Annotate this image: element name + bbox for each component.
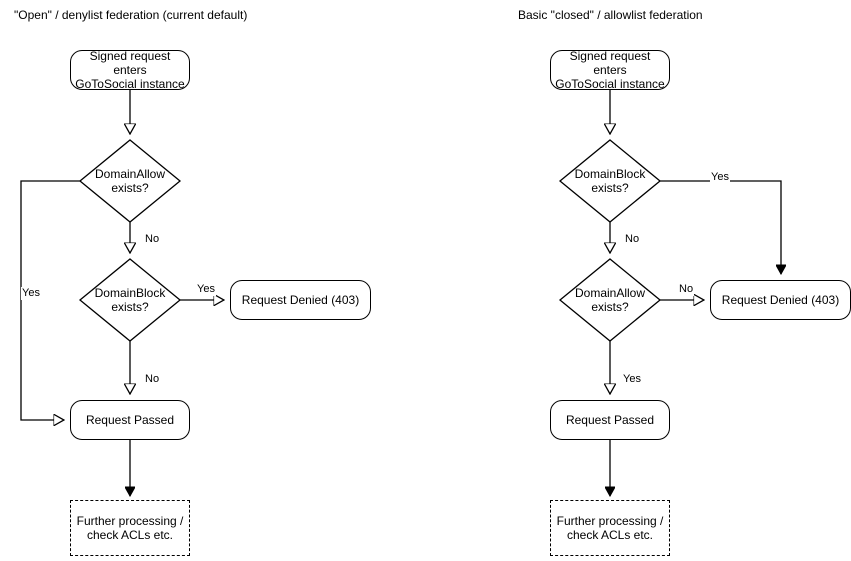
left-node-further-processing-label: Further processing / check ACLs etc.	[76, 514, 184, 542]
left-node-request-denied-label: Request Denied (403)	[241, 293, 360, 307]
right-edge-label-allow-yes: Yes	[622, 373, 642, 386]
right-panel-title: Basic "closed" / allowlist federation	[518, 8, 703, 22]
left-panel-title: "Open" / denylist federation (current de…	[14, 8, 248, 22]
left-edge-allow-yes-to-passed	[20, 180, 80, 420]
right-edge-block-yes-to-denied	[660, 180, 781, 274]
left-node-further-processing[interactable]: Further processing / check ACLs etc.	[70, 500, 190, 556]
left-decision-domainallow-shape	[78, 139, 182, 223]
left-edge-label-block-no: No	[144, 373, 161, 386]
left-node-request-denied[interactable]: Request Denied (403)	[230, 280, 371, 320]
right-edge-label-block-yes: Yes	[710, 171, 730, 184]
left-edge-label-allow-yes: Yes	[21, 287, 41, 300]
left-edge-label-allow-no: No	[144, 233, 161, 246]
right-node-further-processing-label: Further processing / check ACLs etc.	[556, 514, 664, 542]
left-decision-domainblock-shape	[78, 258, 182, 342]
right-node-request-denied[interactable]: Request Denied (403)	[710, 280, 851, 320]
right-node-start-label: Signed request enters GoToSocial instanc…	[555, 49, 665, 91]
right-decision-domainallow-shape	[558, 258, 662, 342]
right-decision-domainblock-shape	[558, 139, 662, 223]
left-node-request-passed[interactable]: Request Passed	[70, 400, 190, 440]
right-node-further-processing[interactable]: Further processing / check ACLs etc.	[550, 500, 670, 556]
right-node-request-denied-label: Request Denied (403)	[721, 293, 840, 307]
right-node-start[interactable]: Signed request enters GoToSocial instanc…	[550, 49, 670, 91]
right-edge-label-allow-no: No	[678, 283, 695, 296]
left-node-start-label: Signed request enters GoToSocial instanc…	[75, 49, 185, 91]
right-node-request-passed[interactable]: Request Passed	[550, 400, 670, 440]
left-node-request-passed-label: Request Passed	[85, 413, 175, 427]
left-node-start[interactable]: Signed request enters GoToSocial instanc…	[70, 49, 190, 91]
right-edge-label-block-no: No	[624, 233, 641, 246]
right-node-request-passed-label: Request Passed	[565, 413, 655, 427]
left-edge-label-block-yes: Yes	[196, 283, 216, 296]
